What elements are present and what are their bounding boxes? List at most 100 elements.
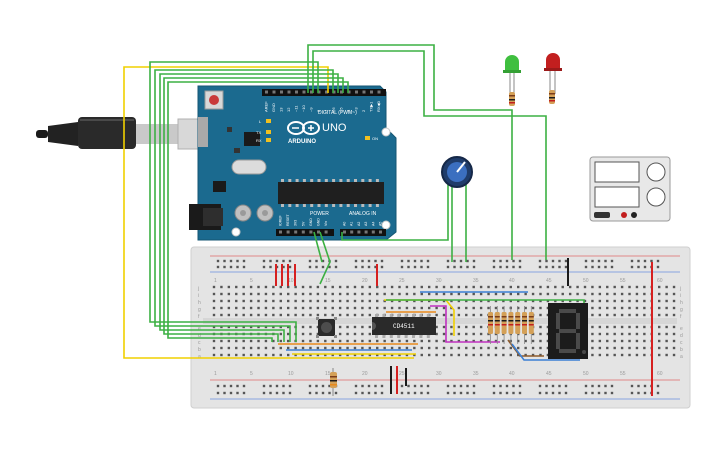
breadboard-hole[interactable] [487,306,490,310]
rail-hole[interactable] [472,265,476,269]
breadboard-hole[interactable] [331,285,334,289]
breadboard-hole[interactable] [257,306,260,310]
breadboard-hole[interactable] [613,299,616,303]
rail-hole[interactable] [538,391,542,395]
rail-hole[interactable] [407,384,410,388]
breadboard-hole[interactable] [539,339,542,343]
breadboard-hole[interactable] [628,299,631,303]
breadboard-hole[interactable] [591,339,594,343]
resistor[interactable] [501,312,507,334]
breadboard-hole[interactable] [324,299,327,303]
breadboard-hole[interactable] [257,299,260,303]
header-pin[interactable] [343,230,346,234]
breadboard-hole[interactable] [487,353,490,357]
breadboard-hole[interactable] [457,339,461,343]
breadboard-hole[interactable] [264,299,268,303]
breadboard-hole[interactable] [212,325,216,329]
breadboard-hole[interactable] [287,339,290,343]
breadboard-hole[interactable] [591,306,594,310]
header-pin[interactable] [302,90,306,94]
rail-hole[interactable] [446,384,450,388]
header-pin[interactable] [317,90,321,94]
breadboard-hole[interactable] [346,332,349,336]
breadboard-hole[interactable] [390,339,394,343]
breadboard-hole[interactable] [331,299,334,303]
rail-hole[interactable] [518,265,522,269]
breadboard-hole[interactable] [672,292,676,296]
breadboard-hole[interactable] [546,325,550,329]
rail-hole[interactable] [630,391,634,395]
rail-hole[interactable] [505,265,509,269]
breadboard-hole[interactable] [368,332,372,336]
breadboard-hole[interactable] [405,285,409,289]
resistor[interactable] [494,312,500,334]
breadboard-hole[interactable] [628,353,631,357]
breadboard-hole[interactable] [546,339,550,343]
breadboard-hole[interactable] [635,313,639,317]
rail-hole[interactable] [374,265,377,269]
rail-hole[interactable] [367,391,371,395]
header-pin[interactable] [279,230,282,234]
breadboard-hole[interactable] [494,306,498,310]
breadboard-hole[interactable] [509,346,512,350]
rail-hole[interactable] [459,391,463,395]
resistor[interactable] [508,312,514,334]
breadboard-hole[interactable] [390,353,394,357]
breadboard-hole[interactable] [212,299,216,303]
breadboard-hole[interactable] [583,285,587,289]
header-pin[interactable] [364,230,368,234]
breadboard-hole[interactable] [539,285,542,289]
breadboard-hole[interactable] [368,299,372,303]
breadboard-hole[interactable] [383,353,386,357]
header-pin[interactable] [347,90,351,94]
rail-hole[interactable] [282,391,285,395]
breadboard-hole[interactable] [539,292,542,296]
breadboard-hole[interactable] [554,292,557,296]
rail-hole[interactable] [216,384,220,388]
breadboard-hole[interactable] [220,285,223,289]
breadboard-hole[interactable] [235,299,238,303]
breadboard-hole[interactable] [435,313,438,317]
rail-hole[interactable] [328,384,331,388]
breadboard-hole[interactable] [294,292,297,296]
rail-hole[interactable] [499,391,502,395]
breadboard-hole[interactable] [524,332,527,336]
breadboard-hole[interactable] [264,339,268,343]
header-pin[interactable] [362,90,366,94]
breadboard-hole[interactable] [353,285,357,289]
breadboard-hole[interactable] [502,299,505,303]
breadboard-hole[interactable] [658,325,661,329]
breadboard-hole[interactable] [220,292,223,296]
breadboard-hole[interactable] [494,332,498,336]
breadboard-hole[interactable] [383,339,386,343]
breadboard-hole[interactable] [249,325,253,329]
breadboard-hole[interactable] [331,353,334,357]
breadboard-hole[interactable] [628,346,631,350]
breadboard-hole[interactable] [531,353,535,357]
breadboard-hole[interactable] [658,346,661,350]
breadboard-hole[interactable] [227,353,231,357]
rail-hole[interactable] [492,391,496,395]
rail-hole[interactable] [630,259,634,263]
seven-segment-display[interactable] [548,303,588,359]
pushbutton-icon[interactable] [316,317,337,338]
rail-hole[interactable] [315,391,318,395]
rail-hole[interactable] [610,265,614,269]
breadboard-hole[interactable] [376,339,379,343]
breadboard-hole[interactable] [257,292,260,296]
breadboard-hole[interactable] [494,346,498,350]
breadboard-hole[interactable] [287,332,290,336]
breadboard-hole[interactable] [346,339,349,343]
breadboard-hole[interactable] [465,306,468,310]
header-pin[interactable] [287,90,291,94]
breadboard-hole[interactable] [309,332,312,336]
rail-hole[interactable] [466,265,469,269]
rail-hole[interactable] [334,265,338,269]
breadboard-hole[interactable] [658,313,661,317]
breadboard-hole[interactable] [272,313,275,317]
rail-hole[interactable] [315,265,318,269]
breadboard-hole[interactable] [353,313,357,317]
breadboard-hole[interactable] [517,346,520,350]
breadboard-hole[interactable] [672,332,676,336]
breadboard-hole[interactable] [405,346,409,350]
